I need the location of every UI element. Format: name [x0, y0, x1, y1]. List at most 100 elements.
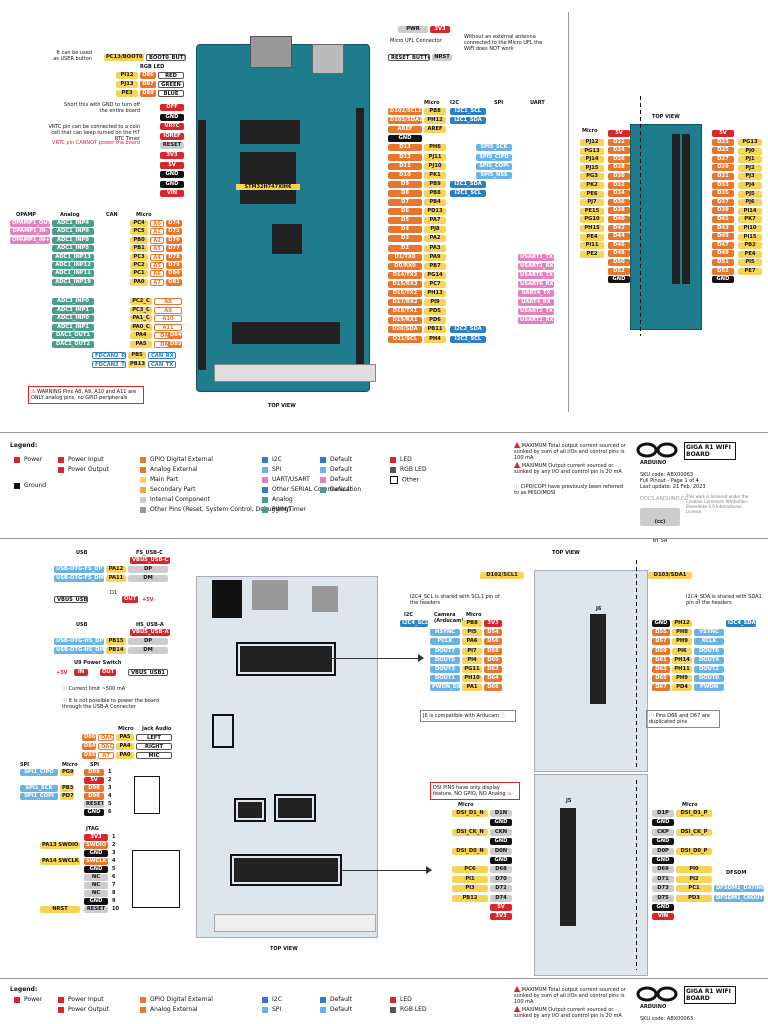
spi-micro-header: Micro [62, 762, 78, 768]
digital-micro-pin: PA7 [424, 217, 446, 225]
digital-micro-pin: PB9 [424, 180, 446, 188]
jack-audio-header: Jack Audio [142, 726, 172, 732]
legend-swatch [320, 486, 326, 493]
warning-text: WARNING Pins A8, A9, A10 and A11 are ONL… [31, 389, 137, 401]
spi-micro-pin: PB3 [60, 785, 74, 792]
dsi-right-pin: CKP [652, 828, 674, 836]
analog2-micro-pin: PA1_C [130, 315, 152, 323]
jtag-pin: GND [84, 850, 108, 857]
dsi-right-pin: D73 [652, 885, 674, 893]
j6-header [590, 614, 606, 704]
cam-left-micro: PA6 [462, 638, 482, 646]
spi-function-pin: SPI1_CIPO [20, 769, 58, 776]
arduino-brand-2: ARDUINO [640, 1004, 667, 1010]
jtag-function-pin: NRST [40, 906, 80, 913]
spi-col-header: SPI [20, 762, 30, 768]
side-right-micro: PE4 [738, 250, 762, 258]
jtag-pin-number: 10 [112, 906, 119, 912]
legend2-swatch [58, 1006, 64, 1013]
side-micro-header-left: Micro [582, 128, 598, 134]
arrow-camera-head [418, 654, 424, 662]
jtag-function-pin: PA14 SWCLK [40, 858, 80, 865]
usb-hs-pin: DM [128, 647, 168, 654]
legend2-item: RGB LED [390, 1006, 427, 1014]
cam-left-pin: D54 [484, 629, 502, 637]
digital-micro-pin: PH6 [424, 144, 446, 152]
dfsdm-header: DFSDM [726, 870, 747, 876]
digital-function-pin: SPI5_SCK [476, 144, 512, 152]
micro-header-left: Micro [136, 212, 152, 218]
docs-link[interactable]: DOCS.ARDUINO.CC [640, 496, 688, 502]
side-right-pin: D47 [712, 241, 734, 249]
camera-highlight [236, 642, 336, 676]
bottom-view-label-right: TOP VIEW [552, 550, 580, 556]
cam-right-pin: D67 [652, 684, 670, 692]
cam-right-signal: XCLK [694, 638, 724, 646]
cam-right-micro: PH9 [672, 638, 692, 646]
dsi-left-pin: D72 [490, 885, 512, 893]
product-name-2: GIGA R1 WIFI BOARD [684, 986, 736, 1004]
jack-micro-pin: PA0 [116, 752, 134, 759]
jack-micro-pin: PA5 [116, 734, 134, 741]
cam-right-pin: D55 [652, 629, 670, 637]
j6-note: J6 is compatible with Arducam ⓘ [420, 710, 516, 722]
micro-header-right: Micro [424, 100, 440, 106]
arrow-camera [332, 658, 422, 659]
digital-micro-pin: PD6 [424, 317, 446, 325]
bottom-header [232, 322, 340, 344]
legend2-swatch [14, 996, 20, 1003]
can-pin: CAN_RX [148, 352, 176, 359]
analog-a-pin: A3 [150, 245, 164, 253]
usb-fs-pin: DP [128, 566, 168, 573]
digital-function-pin: I2C2_SCL [450, 335, 486, 343]
legend-item: I2C [262, 456, 282, 464]
analog2-adc-pin: DAC1_OUT2 [52, 341, 94, 348]
dsi-header [234, 858, 338, 882]
jtag-pin-number: 5 [112, 866, 116, 872]
usb-fs-signal: USB-OTG-FS_DM [54, 575, 104, 582]
digital-micro-pin: PH4 [424, 335, 446, 343]
side-left-pin: D26 [608, 155, 630, 163]
side-right-micro: PJ0 [738, 147, 762, 155]
cam-right-pin: D65 [652, 675, 670, 683]
digital-pin: D17/RX2 [388, 299, 422, 307]
legend-item: Power Input [58, 456, 104, 464]
jtag-pin-number: 6 [112, 874, 116, 880]
side-left-micro: PJ15 [580, 164, 604, 172]
digital-micro-pin: PJ11 [424, 153, 446, 161]
cam-right-micro: PH8 [672, 629, 692, 637]
analog-micro-pin: PA0 [130, 278, 148, 286]
arrow-dsi [342, 870, 430, 871]
cam-right-pin: D57 [652, 638, 670, 646]
digital-function-pin: I2C2_SDA [450, 326, 486, 334]
vrtc-warning-note: VRTC pin CANNOT power the board [52, 140, 140, 146]
analog-adc-pin: ADC1_INP19 [52, 278, 94, 286]
cam-left-pin: D62 [484, 666, 502, 673]
side-left-pin: D50 [608, 259, 630, 266]
side-right-pin: D51 [712, 259, 734, 266]
legend-swatch [390, 466, 396, 473]
side-left-pin: D52 [608, 267, 630, 275]
legend-swatch [14, 456, 20, 463]
sku-code: SKU code: ABX00063 [640, 472, 694, 478]
spi-connector [134, 776, 160, 814]
left-power-pin: IOREF [160, 132, 184, 140]
spi-function-pin: SPI1_COPI [20, 793, 58, 800]
rgb-micro-pin: PJ13 [116, 81, 138, 88]
legend-note: ⓘ CIPO/COPI have previously been referre… [514, 484, 626, 496]
spi-function-pin: SPI1_SCK [20, 785, 58, 792]
side-left-pin: D46 [608, 241, 630, 249]
usb-hs-micro-pin: PB15 [106, 638, 126, 645]
digital-pin: D8 [388, 189, 422, 197]
legend-item: Default [320, 466, 352, 474]
top-pinout-section: STM32H747XIH6 TOP VIEW It can be used as… [0, 0, 768, 430]
dsi-right-pin: GND [652, 904, 674, 911]
dup-note: ⓘ Pins D66 and D67 are duplicated pins [646, 710, 720, 728]
i2c-header: I2C [450, 100, 460, 106]
jtag-pin-number: 2 [112, 842, 116, 848]
dsi-right-pin: GND [652, 838, 674, 846]
dsi-left-pin: GND [490, 857, 512, 864]
side-left-micro: PE15 [580, 207, 604, 215]
legend-item: Other Pins (Reset, System Control, Debug… [140, 506, 291, 514]
usb-hs-micro: HS_USB-A [136, 622, 164, 628]
